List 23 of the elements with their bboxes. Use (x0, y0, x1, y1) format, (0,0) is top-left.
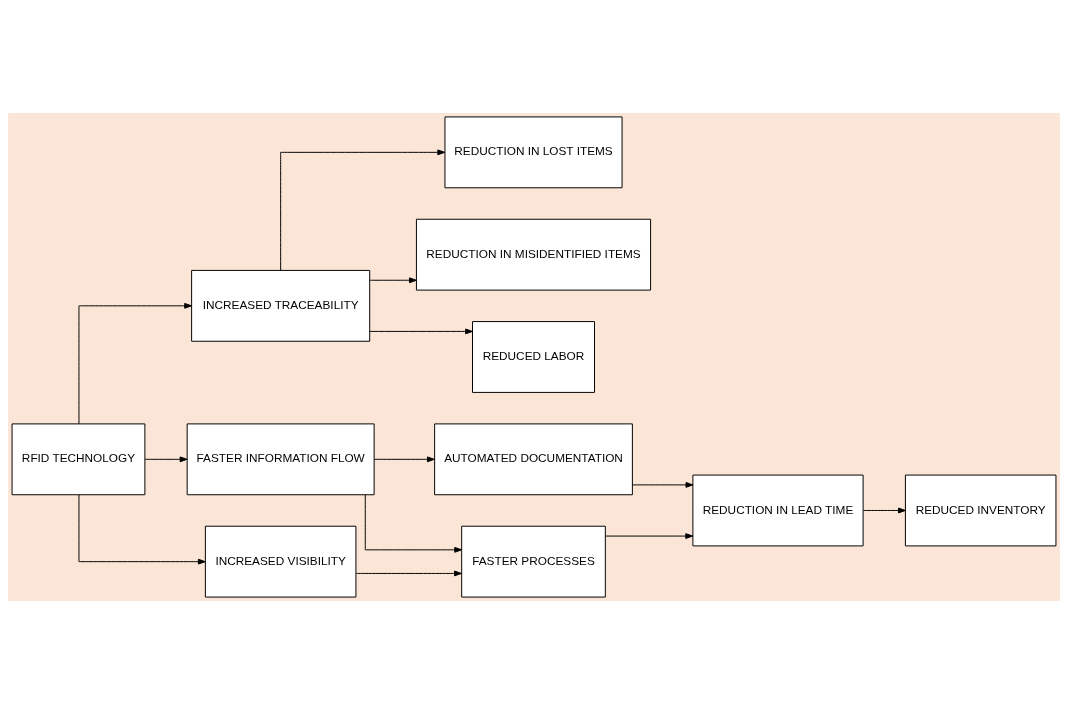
arrow (373, 455, 435, 462)
node-box: FASTER PROCESSES (461, 525, 606, 598)
node-box: INCREASED VISIBILITY (204, 525, 357, 598)
node-box: REDUCTION IN MISIDENTIFIED ITEMS (415, 218, 652, 291)
arrow (605, 532, 694, 539)
arrow (78, 302, 193, 424)
node-box: FASTER INFORMATION FLOW (186, 422, 375, 495)
node-box: REDUCED LABOR (472, 320, 595, 393)
node-box: RFID TECHNOLOGY (11, 422, 146, 495)
node-box: AUTOMATED DOCUMENTATION (434, 422, 633, 495)
arrow (355, 570, 462, 576)
node-box: REDUCTION IN LOST ITEMS (444, 115, 623, 188)
arrow (632, 481, 694, 488)
arrow (144, 455, 188, 462)
node-box: REDUCED INVENTORY (904, 474, 1057, 546)
arrow (369, 276, 417, 283)
arrow (369, 328, 473, 334)
node-box: INCREASED TRACEABILITY (191, 269, 371, 342)
node-box: REDUCTION IN LEAD TIME (692, 474, 864, 546)
arrow (364, 493, 463, 553)
arrow (78, 493, 206, 565)
arrow (862, 507, 906, 513)
arrow (280, 148, 446, 271)
